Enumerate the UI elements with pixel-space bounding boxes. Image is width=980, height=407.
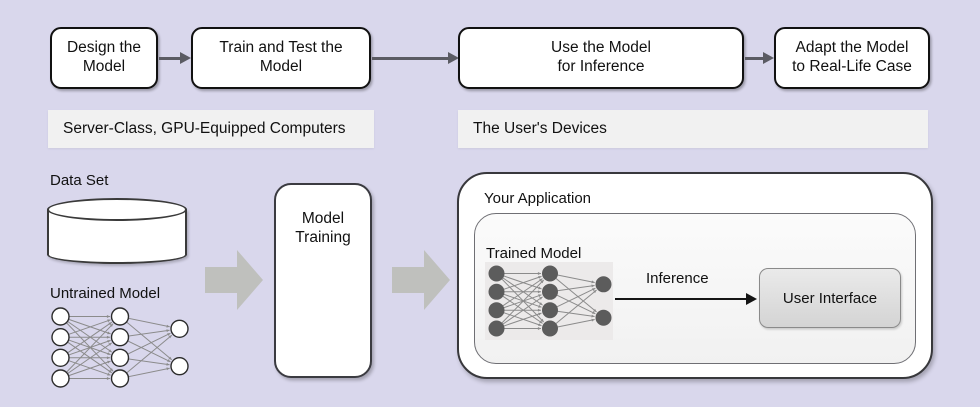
trained-model-label: Trained Model bbox=[486, 245, 582, 262]
section-band-label: Server-Class, GPU-Equipped Computers bbox=[63, 120, 346, 137]
pipeline-step-adapt-the-model-to-real-life-case[interactable]: Adapt the Model to Real-Life Case bbox=[774, 27, 930, 89]
pipeline-arrow-1-head bbox=[180, 51, 191, 64]
pipeline-step-label: Use the Model for Inference bbox=[551, 39, 651, 75]
pipeline-step-use-the-model-for-inference[interactable]: Use the Model for Inference bbox=[458, 27, 744, 89]
user-interface-label: User Interface bbox=[782, 289, 878, 307]
inference-arrow-head bbox=[746, 293, 757, 305]
model-training-box[interactable]: Model Training bbox=[274, 183, 372, 378]
user-interface-box[interactable]: User Interface bbox=[759, 268, 901, 328]
section-band-user-devices: The User's Devices bbox=[458, 110, 928, 148]
block-arrow-training-to-application bbox=[392, 250, 450, 310]
pipeline-arrow-1 bbox=[159, 56, 183, 60]
block-arrow-dataset-to-training bbox=[205, 250, 263, 310]
your-application-label: Your Application bbox=[484, 190, 592, 207]
pipeline-step-label: Adapt the Model to Real-Life Case bbox=[792, 39, 912, 75]
model-training-label: Model Training bbox=[295, 210, 351, 247]
trained-model-network bbox=[488, 265, 612, 337]
pipeline-step-train-and-test-the-model[interactable]: Train and Test the Model bbox=[191, 27, 371, 89]
inference-label: Inference bbox=[646, 270, 709, 287]
pipeline-step-label: Design the Model bbox=[66, 39, 142, 75]
pipeline-arrow-3-head bbox=[763, 51, 774, 64]
untrained-model-network bbox=[51, 307, 189, 388]
pipeline-step-label: Train and Test the Model bbox=[219, 39, 343, 75]
dataset-cylinder-icon bbox=[47, 198, 187, 264]
cylinder-top bbox=[47, 198, 187, 221]
pipeline-arrow-2 bbox=[372, 56, 452, 60]
inference-arrow bbox=[615, 298, 750, 301]
pipeline-arrow-2-head bbox=[448, 51, 459, 64]
section-band-label: The User's Devices bbox=[473, 120, 607, 137]
dataset-label: Data Set bbox=[50, 172, 109, 189]
section-band-server-class: Server-Class, GPU-Equipped Computers bbox=[48, 110, 374, 148]
pipeline-step-design-the-model[interactable]: Design the Model bbox=[50, 27, 158, 89]
pipeline-arrow-3 bbox=[745, 56, 767, 60]
untrained-model-label: Untrained Model bbox=[50, 285, 161, 302]
